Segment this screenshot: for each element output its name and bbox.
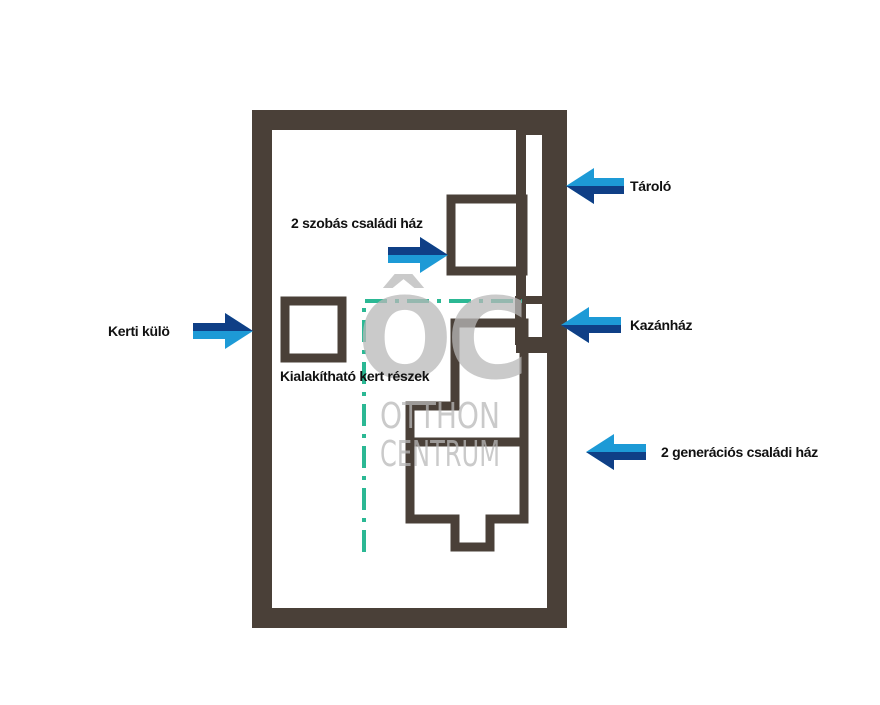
arrow-left-icon — [586, 434, 646, 470]
arrow-right-icon — [193, 313, 253, 349]
arrow-left-icon — [566, 168, 624, 204]
garden-shed — [280, 296, 347, 363]
watermark-logo: ÔC OTTHON CENTRUM — [357, 274, 528, 475]
two-generation-house — [405, 318, 529, 552]
plot-boundary — [252, 110, 567, 628]
label-kazanhaz: Kazánház — [630, 317, 693, 333]
two-room-house — [446, 194, 528, 276]
label-two-generation-house: 2 generációs családi ház — [661, 444, 818, 460]
garden-boundary-line — [362, 299, 522, 552]
arrow-right-icon — [388, 237, 448, 273]
label-tarolo: Tároló — [630, 178, 671, 194]
watermark-line2: CENTRUM — [380, 434, 500, 475]
label-kerti-kulo: Kerti külö — [108, 323, 170, 339]
label-kialakithato-kert: Kialakítható kert részek — [280, 368, 430, 384]
watermark-line1: OTTHON — [380, 396, 500, 437]
watermark-logo-text: ÔC — [357, 274, 522, 405]
label-two-room-house: 2 szobás családi ház — [291, 215, 423, 231]
arrow-left-icon — [561, 307, 621, 343]
